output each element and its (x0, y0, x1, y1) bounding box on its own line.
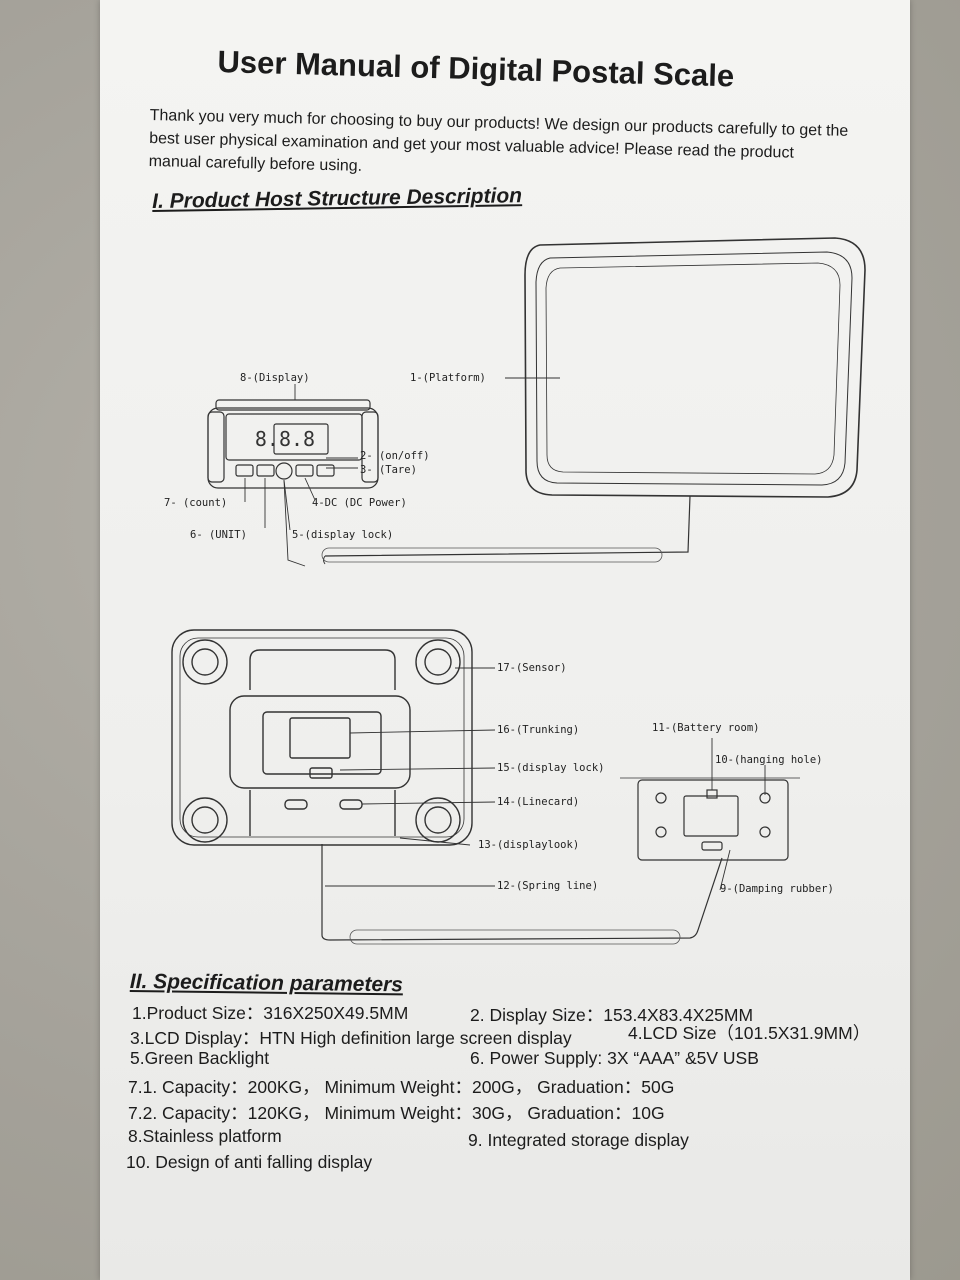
spec-capacity-120: 7.2. Capacity：120KG， Minimum Weight：30G，… (128, 1103, 665, 1123)
spec-power-supply: 6. Power Supply: 3X “AAA” &5V USB (470, 1048, 759, 1068)
structure-diagram: 8.8.8 (171, 237, 866, 945)
label-display-lock-15: 15-(display lock) (497, 762, 605, 774)
scale-bottom-drawing (171, 629, 473, 846)
label-display: 8-(Display) (240, 372, 310, 384)
spec-integrated-storage: 9. Integrated storage display (468, 1130, 689, 1150)
spec-stainless: 8.Stainless platform (128, 1126, 282, 1146)
label-damping-rubber: 9-(Damping rubber) (720, 883, 834, 895)
label-hanging-hole: 10-(hanging hole) (715, 754, 823, 766)
label-platform: 1-(Platform) (410, 372, 486, 384)
label-display-lock-5: 5-(display lock) (292, 529, 394, 541)
label-onoff: 2- (on/off) (360, 450, 430, 462)
spec-product-size: 1.Product Size：316X250X49.5MM (132, 1003, 409, 1023)
manual-sheet: User Manual of Digital Postal Scale Than… (100, 0, 910, 1280)
label-displaylook-13: 13-(displaylook) (478, 839, 580, 851)
label-linecard: 14-(Linecard) (497, 796, 580, 808)
display-unit-drawing (207, 399, 379, 489)
display-back-drawing (620, 777, 800, 861)
lcd-digits: 8.8.8 (255, 427, 315, 451)
platform-drawing (524, 237, 866, 498)
spec-lcd-size: 4.LCD Size（101.5X31.9MM） (628, 1023, 871, 1043)
spec-anti-falling: 10. Design of anti falling display (126, 1152, 373, 1172)
label-battery-room: 11-(Battery room) (652, 722, 760, 734)
coiled-cord-top (321, 547, 663, 563)
spec-capacity-200: 7.1. Capacity：200KG， Minimum Weight：200G… (128, 1077, 675, 1097)
label-tare: 3- (Tare) (360, 464, 417, 476)
spec-backlight: 5.Green Backlight (130, 1048, 270, 1068)
label-sensor: 17-(Sensor) (497, 662, 567, 674)
label-unit: 6- (UNIT) (190, 529, 247, 541)
spec-display-size: 2. Display Size：153.4X83.4X25MM (470, 1005, 754, 1025)
spec-lcd-display: 3.LCD Display：HTN High definition large … (130, 1028, 572, 1048)
section-heading-specs: II. Specification parameters (129, 970, 404, 997)
coiled-cord-bottom (349, 929, 681, 945)
label-dc-power: 4-DC (DC Power) (312, 497, 407, 509)
label-spring-line: 12-(Spring line) (497, 880, 599, 892)
label-trunking: 16-(Trunking) (497, 724, 580, 736)
label-count: 7- (count) (164, 497, 228, 509)
